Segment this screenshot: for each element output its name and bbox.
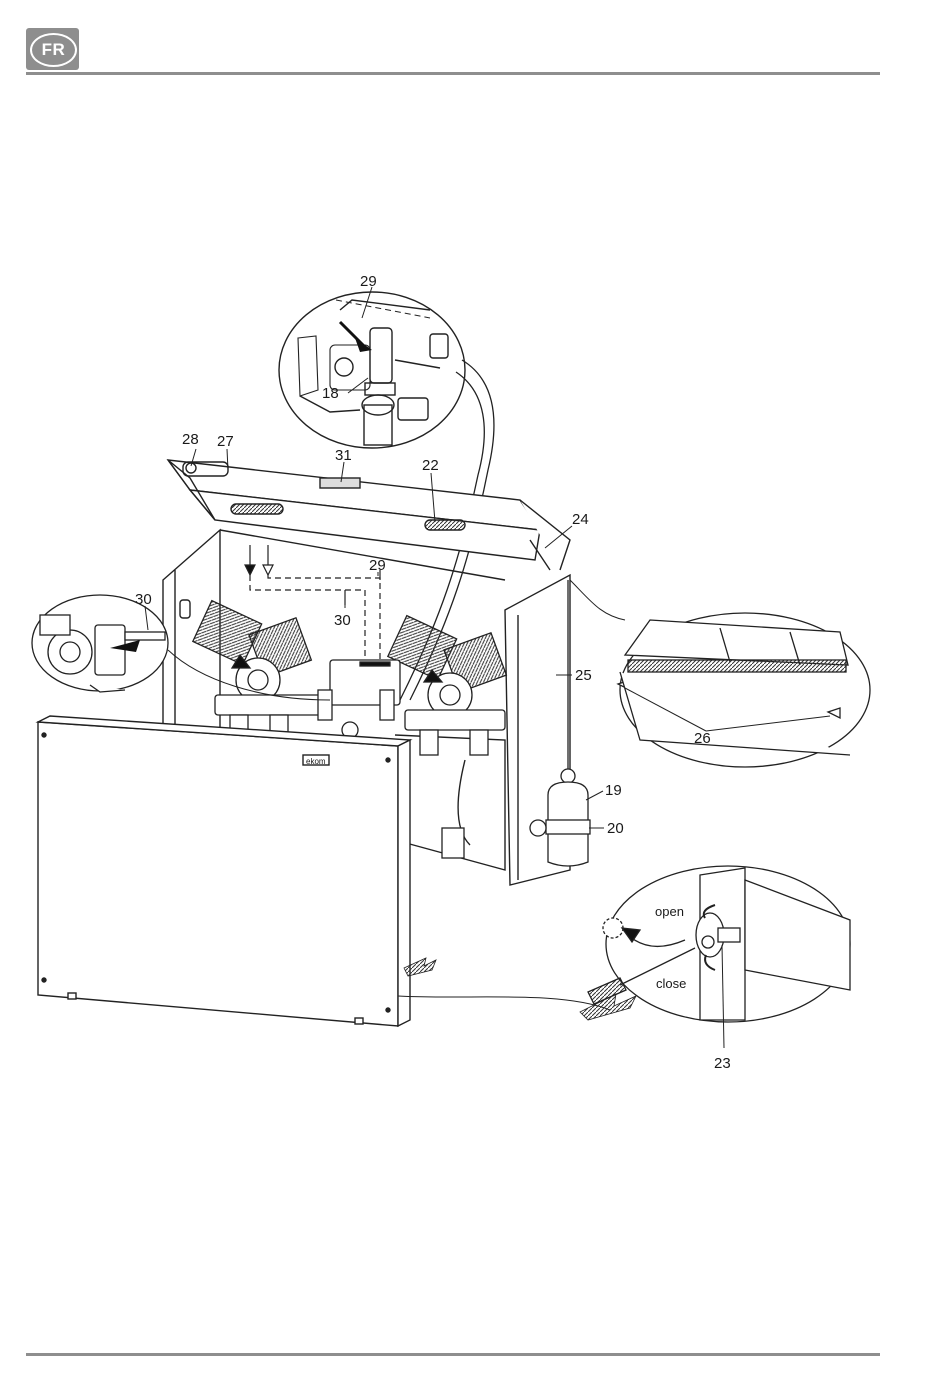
- leader-line-valve-circle: [398, 996, 610, 1010]
- leader-line-right-circle: [570, 580, 625, 620]
- detail-circle-top: [279, 292, 465, 448]
- condensate-bottle: [530, 580, 590, 866]
- callout-28: 28: [182, 431, 199, 448]
- callout-19: 19: [605, 782, 622, 799]
- detail-circle-left: [32, 595, 168, 692]
- callout-30-mid: 30: [334, 612, 351, 629]
- front-panel: [38, 716, 410, 1026]
- callout-25: 25: [575, 667, 592, 684]
- callout-18: 18: [322, 385, 339, 402]
- footer-rule: [26, 1353, 880, 1356]
- valve-open-label: open: [655, 904, 684, 919]
- callout-20: 20: [607, 820, 624, 837]
- callout-29-top: 29: [360, 273, 377, 290]
- compressor-right: [388, 616, 507, 755]
- compressor-left: [193, 601, 325, 745]
- callout-29-mid: 29: [369, 557, 386, 574]
- callout-22: 22: [422, 457, 439, 474]
- callout-27: 27: [217, 433, 234, 450]
- callout-23: 23: [714, 1055, 731, 1072]
- callout-30-left: 30: [135, 591, 152, 608]
- detail-circle-valve: [603, 866, 850, 1022]
- callout-24: 24: [572, 511, 589, 528]
- brand-plate-text: ekom: [306, 757, 326, 766]
- valve-close-label: close: [656, 976, 686, 991]
- detail-circle-right: [618, 613, 870, 767]
- callout-26: 26: [694, 730, 711, 747]
- callout-31: 31: [335, 447, 352, 464]
- cabinet-lid: [168, 460, 570, 570]
